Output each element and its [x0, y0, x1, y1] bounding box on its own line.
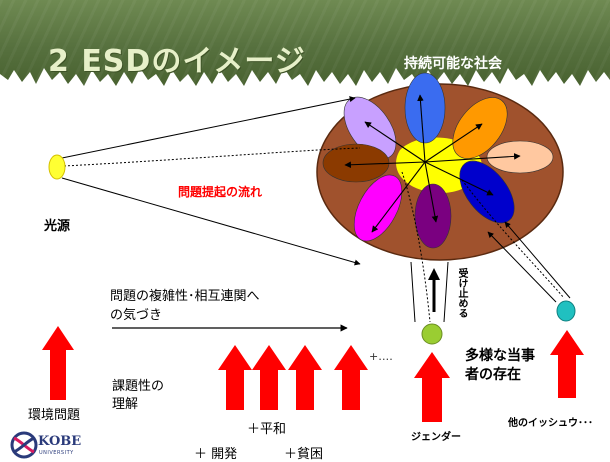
label-diverse-2: 者の存在 — [465, 367, 521, 383]
label-problem-flow: 問題提起の流れ — [178, 185, 263, 199]
receive-arrow — [428, 268, 440, 312]
red-arrow-4 — [334, 345, 368, 410]
red-arrows — [42, 326, 584, 422]
label-other-issues: 他のイッシュウ･･･ — [508, 418, 593, 429]
label-understanding-2: 理解 — [112, 397, 139, 412]
label-awareness-1: 問題の複雑性･相互連関へ — [110, 289, 260, 304]
kobe-logo-mark — [10, 431, 38, 459]
hub-arrows — [344, 94, 521, 233]
red-arrow-other — [550, 330, 584, 398]
logo-name: KOBE — [38, 434, 82, 449]
label-poverty: ＋貧困 — [284, 447, 324, 462]
label-environment: 環境問題 — [28, 408, 81, 423]
slide-subtitle: 持続可能な社会 — [404, 56, 502, 72]
red-arrow-environment — [42, 326, 74, 400]
light-beams — [61, 96, 361, 266]
petal-purple — [414, 183, 452, 249]
petal-magenta — [353, 174, 403, 242]
label-light-source: 光源 — [44, 219, 71, 234]
label-awareness-2: の気づき — [110, 308, 163, 323]
other-issues-dot — [556, 300, 576, 322]
red-arrow-gender — [414, 352, 450, 422]
participant-links — [401, 171, 571, 323]
gender-dot — [421, 323, 443, 345]
label-gender: ジェンダー — [411, 432, 461, 443]
label-diverse-1: 多様な当事 — [465, 348, 535, 364]
petal-blue — [404, 72, 446, 144]
header-banner — [0, 0, 610, 88]
red-arrow-2 — [252, 345, 286, 410]
red-arrow-3 — [288, 345, 322, 410]
label-receive: 受け止める — [456, 268, 467, 318]
logo-sub: UNIVERSITY — [39, 450, 74, 456]
label-development: ＋ 開発 — [194, 447, 238, 462]
label-more: +‥‥ — [369, 350, 393, 363]
red-arrow-1 — [218, 345, 252, 410]
light-source-dot — [48, 154, 66, 180]
slide-title: 2 ESDのイメージ — [48, 44, 306, 79]
label-peace: ＋平和 — [247, 422, 287, 437]
label-understanding-1: 課題性の — [112, 379, 165, 394]
